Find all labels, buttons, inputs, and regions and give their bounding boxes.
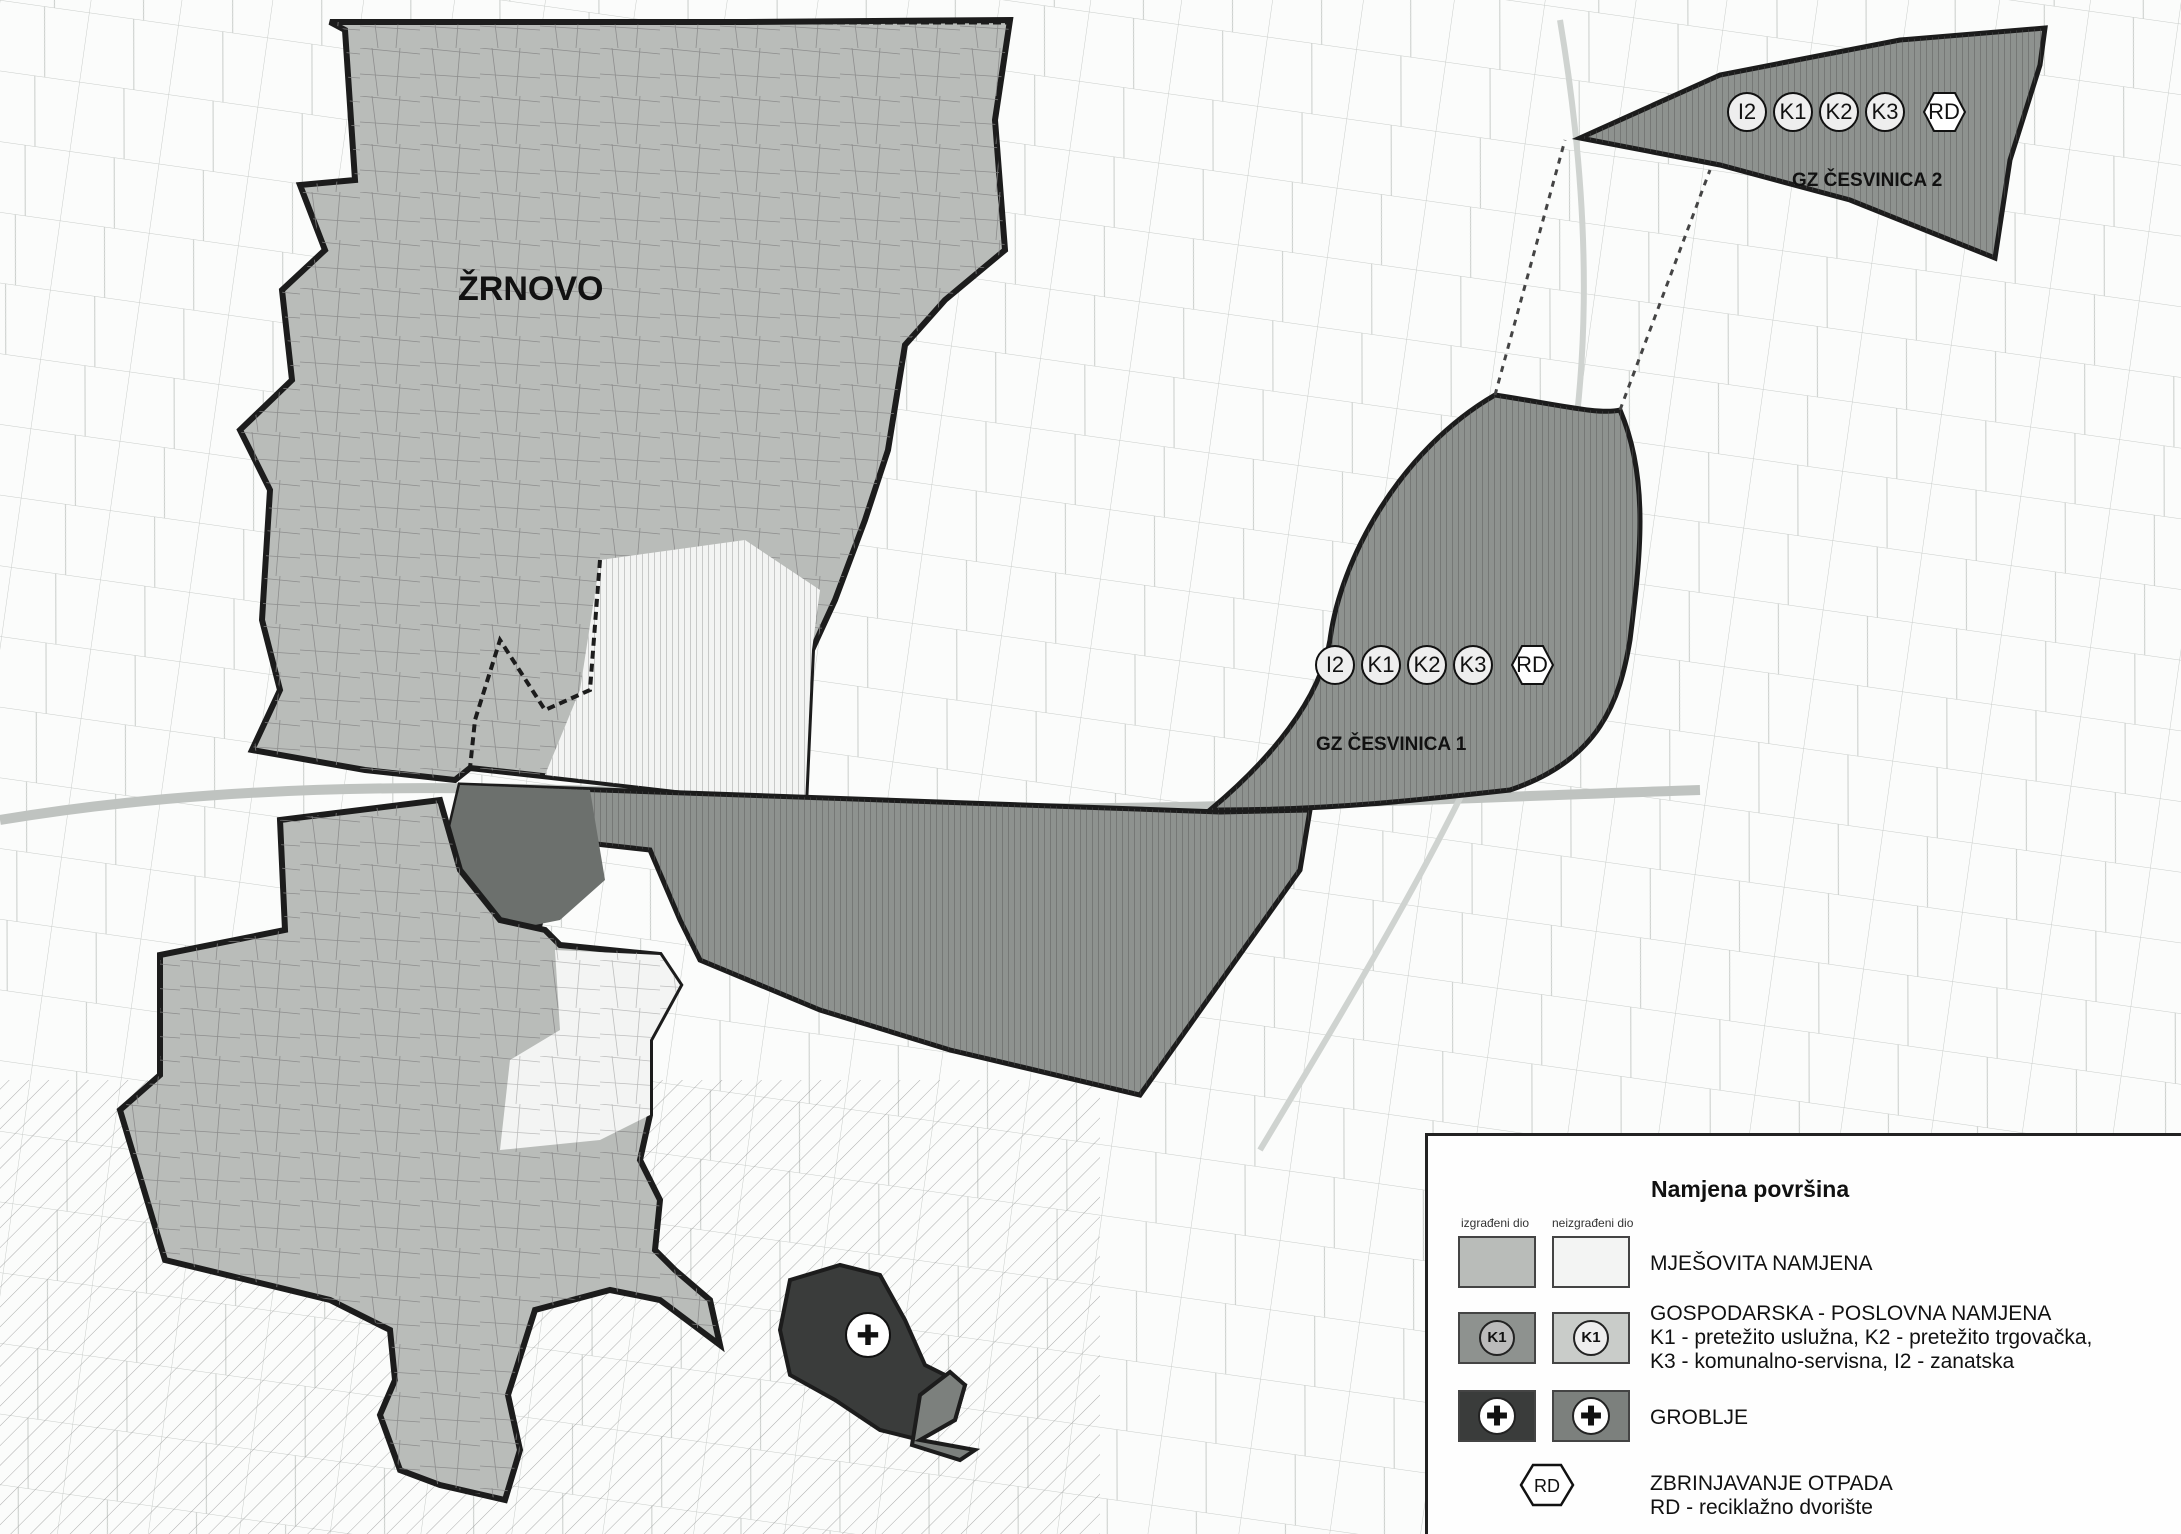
- svg-text:RD: RD: [1534, 1476, 1560, 1496]
- svg-text:RD: RD: [1928, 99, 1960, 124]
- svg-text:K3: K3: [1460, 652, 1487, 677]
- symbol-rd: RD: [1510, 645, 1555, 685]
- symbol-k3: K3: [1865, 92, 1905, 132]
- symbol-k1: K1: [1361, 645, 1401, 685]
- svg-text:K1: K1: [1780, 99, 1807, 124]
- legend-cemetery-label: GROBLJE: [1650, 1406, 1749, 1429]
- svg-text:K1: K1: [1368, 652, 1395, 677]
- legend-mixed-label: MJEŠOVITA NAMJENA: [1650, 1252, 1873, 1275]
- zone-2-symbols: I2 K1 K2 K3 RD: [1727, 92, 1967, 132]
- svg-text:K3: K3: [1872, 99, 1899, 124]
- zrnovo-south-unbuilt-parcels: [500, 950, 680, 1150]
- svg-text:K2: K2: [1414, 652, 1441, 677]
- label-zrnovo: ŽRNOVO: [458, 270, 603, 308]
- legend-k1-symbol: K1: [1479, 1320, 1515, 1356]
- legend-swatch-cemetery-built: ✚: [1458, 1390, 1536, 1442]
- legend-title: Namjena površina: [1651, 1176, 1850, 1202]
- gz-cesvinica-2-hatch: [1580, 28, 2045, 258]
- business-corridor-hatch: [440, 785, 1310, 1095]
- legend-swatch-cemetery-unbuilt: ✚: [1552, 1390, 1630, 1442]
- map-legend: Namjena površina izgrađeni dio neizgrađe…: [1425, 1133, 2181, 1534]
- label-gz-cesvinica-1: GZ ČESVINICA 1: [1316, 733, 1467, 755]
- symbol-k3: K3: [1453, 645, 1493, 685]
- svg-text:RD: RD: [1516, 652, 1548, 677]
- symbol-rd: RD: [1922, 92, 1967, 132]
- cross-icon: ✚: [1572, 1397, 1610, 1435]
- legend-k1-symbol: K1: [1573, 1320, 1609, 1356]
- legend-swatch-business-built: K1: [1458, 1312, 1536, 1364]
- built-boundary-north: [468, 559, 602, 769]
- symbol-k2: K2: [1407, 645, 1447, 685]
- symbol-k2: K2: [1819, 92, 1859, 132]
- zrnovo-north-unbuilt-hatch: [545, 540, 820, 805]
- cemetery-symbol: ✚: [845, 1312, 891, 1358]
- legend-waste-title: ZBRINJAVANJE OTPADA: [1650, 1472, 1893, 1495]
- svg-text:✚: ✚: [856, 1319, 879, 1352]
- svg-text:I2: I2: [1326, 652, 1344, 677]
- svg-text:I2: I2: [1738, 99, 1756, 124]
- legend-waste-desc: RD - reciklažno dvorište: [1650, 1496, 1873, 1519]
- cemetery-unbuilt: [909, 1369, 981, 1463]
- legend-col-built: izgrađeni dio: [1461, 1216, 1530, 1230]
- symbol-k1: K1: [1773, 92, 1813, 132]
- cross-icon: ✚: [1478, 1397, 1516, 1435]
- legend-swatch-mixed-built: [1458, 1236, 1536, 1288]
- zone-1-symbols: I2 K1 K2 K3 RD: [1315, 645, 1555, 685]
- gz-cesvinica-1-hatch: [1210, 395, 1640, 810]
- legend-swatch-business-unbuilt: K1: [1552, 1312, 1630, 1364]
- symbol-i2: I2: [1315, 645, 1355, 685]
- legend-business-title: GOSPODARSKA - POSLOVNA NAMJENA: [1650, 1302, 2052, 1325]
- svg-text:K2: K2: [1826, 99, 1853, 124]
- legend-col-unbuilt: neizgrađeni dio: [1552, 1216, 1634, 1230]
- legend-business-line1: K1 - pretežito uslužna, K2 - pretežito t…: [1650, 1326, 2093, 1349]
- connector-line-left: [1493, 139, 1567, 396]
- legend-swatch-mixed-unbuilt: [1552, 1236, 1630, 1288]
- legend-rd-symbol: RD: [1519, 1463, 1575, 1507]
- label-gz-cesvinica-2: GZ ČESVINICA 2: [1792, 169, 1942, 191]
- symbol-i2: I2: [1727, 92, 1767, 132]
- legend-business-line2: K3 - komunalno-servisna, I2 - zanatska: [1650, 1350, 2015, 1373]
